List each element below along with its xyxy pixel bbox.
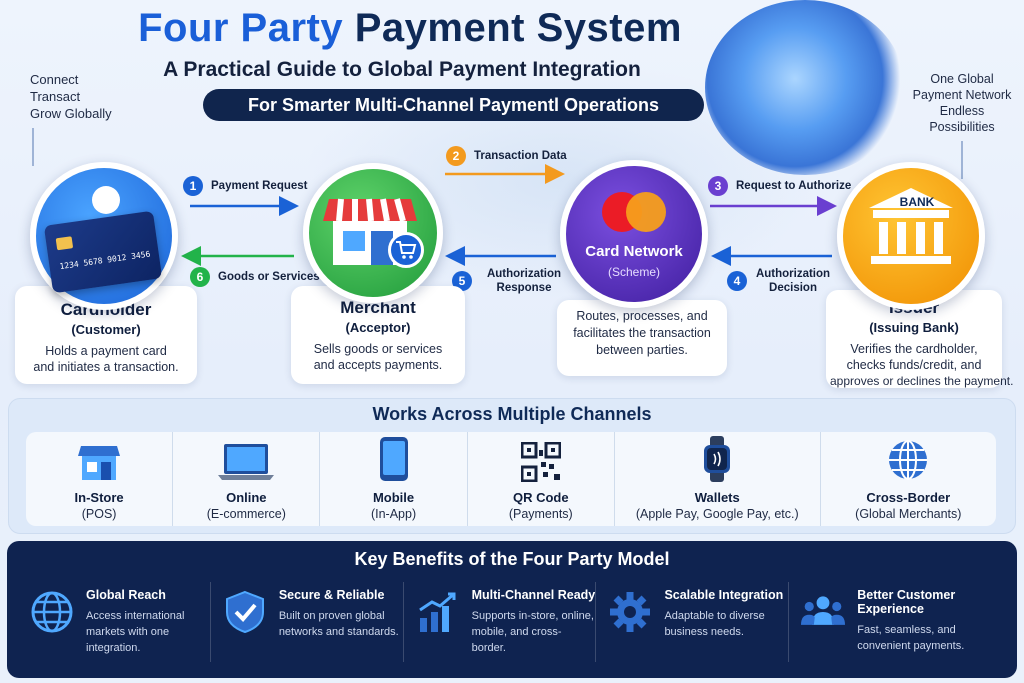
bank-icon [869,188,953,264]
bank-sign: BANK [899,195,935,209]
benefits-panel [7,541,1017,678]
laptop-icon [218,444,275,480]
card-network-logo-icon [602,192,666,232]
merchant-name: Merchant [340,298,416,317]
banner: For Smarter Multi-Channel Paymentl Opera… [203,89,704,121]
network-name: Card Network [585,243,683,260]
channel-cross-border: Cross-Border (Global Merchants) [821,432,996,526]
merchant-info-box: Merchant (Acceptor) Sells goods or servi… [291,286,465,384]
network-info-box: Routes, processes, and facilitates the t… [557,300,727,376]
issuer-circle [837,162,985,310]
step-3: 3 Request to Authorize [708,176,851,196]
storefront-icon [323,198,417,265]
channels-row: In-Store (POS) Online (E-commerce) Mobil… [26,432,996,526]
qr-code-icon [520,442,561,482]
merchant-circle [303,163,443,303]
step-5: 5 Authorization Response [452,267,570,295]
page-title: Four Party Payment System [138,6,682,50]
network-role: (Scheme) [607,265,660,279]
step-1: 1 Payment Request [183,176,308,196]
globe-icon [889,440,928,480]
smartphone-icon [379,437,408,481]
channel-mobile: Mobile (In-App) [320,432,468,526]
benefits-title: Key Benefits of the Four Party Model [354,549,670,569]
channel-online: Online (E-commerce) [173,432,321,526]
tagline-divider [32,128,34,166]
growth-chart-icon [418,592,456,632]
channels-title: Works Across Multiple Channels [372,404,652,424]
benefit-secure-reliable: Secure & Reliable Built on proven global… [211,582,404,662]
smartwatch-icon [704,436,731,482]
cart-icon [388,232,424,268]
page-subtitle: A Practical Guide to Global Payment Inte… [163,58,641,81]
users-icon [801,596,846,625]
benefit-multi-channel: Multi-Channel Ready Supports in-store, o… [404,582,597,662]
tagline-divider [961,141,963,179]
step-4: 4 Authorization Decision [727,267,833,295]
channel-wallets: Wallets (Apple Pay, Google Pay, etc.) [615,432,821,526]
globe-icon [31,591,73,633]
network-circle [560,160,708,308]
tagline-right: One Global Payment Network Endless Possi… [910,71,1014,179]
globe-decoration-icon [705,0,905,175]
channel-qr-code: QR Code (Payments) [468,432,615,526]
gear-icon [610,592,651,632]
benefit-scalable-integration: Scalable Integration Adaptable to divers… [596,582,790,662]
tagline-left: Connect Transact Grow Globally [30,71,112,166]
step-2: 2 Transaction Data [446,146,567,166]
store-icon [78,446,121,480]
card-chip-icon [55,236,74,251]
shield-check-icon [225,590,264,634]
channel-in-store: In-Store (POS) [26,432,174,526]
step-6: 6 Goods or Services [190,267,320,287]
benefit-customer-experience: Better Customer Experience Fast, seamles… [789,582,1008,662]
